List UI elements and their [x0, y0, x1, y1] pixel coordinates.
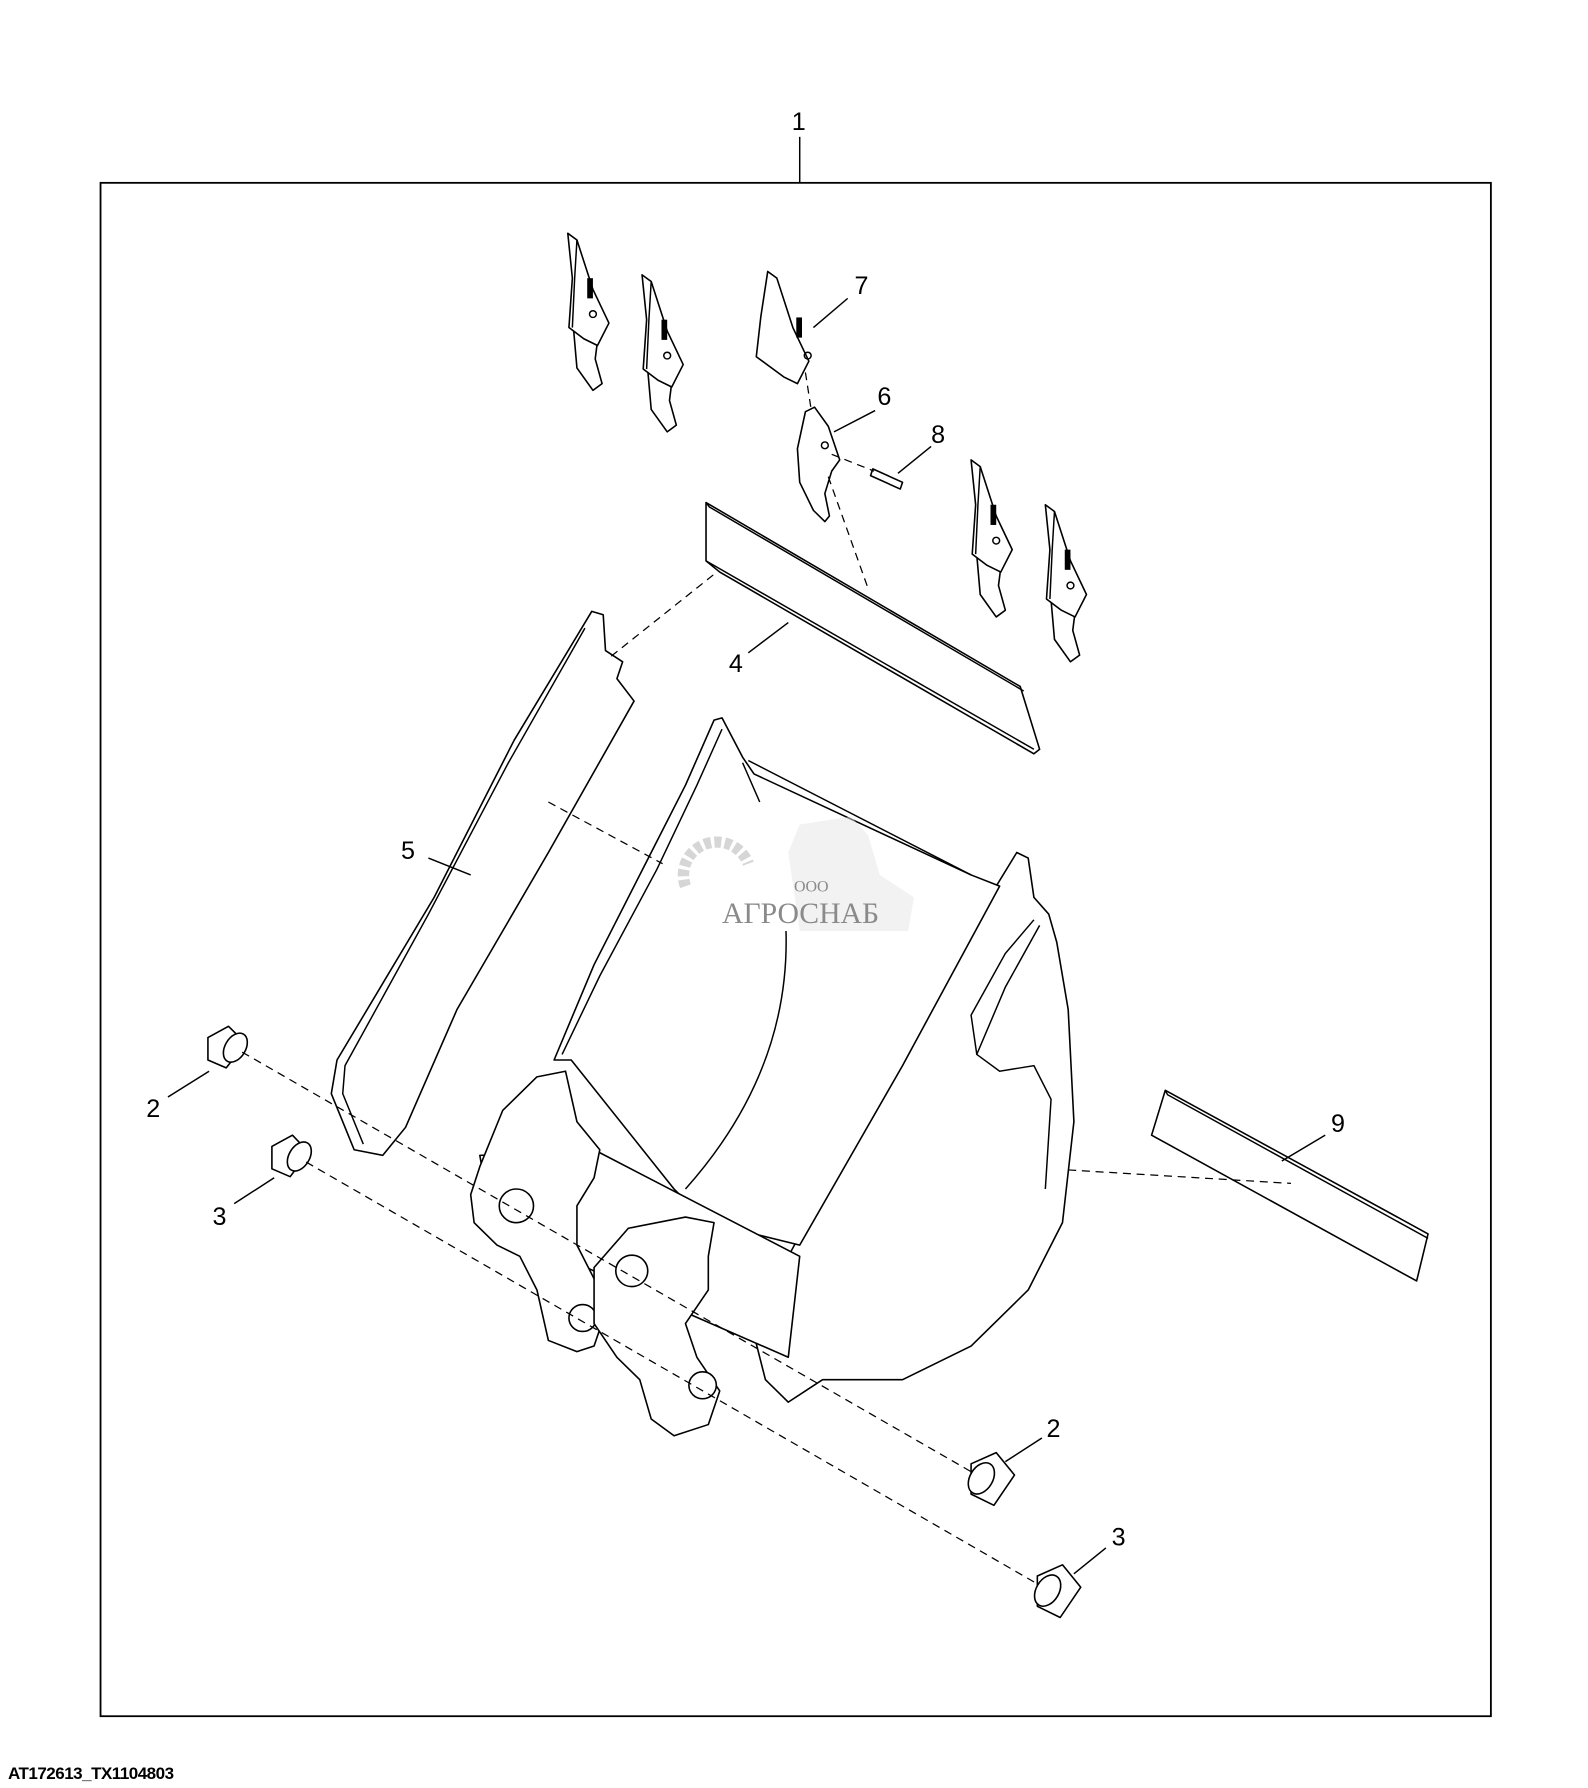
cutting-edge-part	[705, 501, 1041, 755]
hitch-part	[469, 1070, 801, 1437]
watermark-name: АГРОСНАБ	[722, 898, 879, 930]
callout-9: 9	[1331, 1110, 1345, 1138]
pin-part	[869, 468, 904, 490]
bushing-part	[1033, 1563, 1082, 1619]
assembly-lines	[241, 372, 1292, 1585]
wear-strip-part	[1150, 1089, 1429, 1282]
side-cutter-part	[330, 610, 635, 1157]
callout-1: 1	[792, 108, 806, 136]
bushing-part	[271, 1134, 313, 1178]
tooth-part-7	[755, 270, 812, 385]
bucket-body-part	[553, 717, 1075, 1403]
callout-6: 6	[877, 383, 891, 411]
tooth-part	[641, 274, 684, 433]
leader-lines	[167, 136, 1326, 1575]
callout-3-left: 3	[212, 1203, 226, 1231]
figure-caption: AT172613_TX1104803	[8, 1764, 174, 1783]
tooth-part	[566, 232, 610, 392]
callout-2-left: 2	[146, 1095, 160, 1123]
callout-4: 4	[729, 650, 743, 678]
callout-7: 7	[855, 272, 869, 300]
callout-5: 5	[401, 837, 415, 865]
adapter-part	[796, 406, 841, 523]
callout-2-right: 2	[1046, 1415, 1060, 1443]
tooth-part	[1044, 503, 1088, 663]
watermark-prefix: ООО	[794, 879, 829, 896]
watermark-logo: ООО АГРОСНАБ	[677, 816, 914, 932]
tooth-part	[970, 459, 1014, 618]
bushing-part	[207, 1025, 249, 1069]
callout-3-right: 3	[1112, 1524, 1126, 1552]
bushing-part	[967, 1451, 1016, 1507]
assembly-frame	[99, 181, 1492, 1718]
callout-8: 8	[931, 421, 945, 449]
